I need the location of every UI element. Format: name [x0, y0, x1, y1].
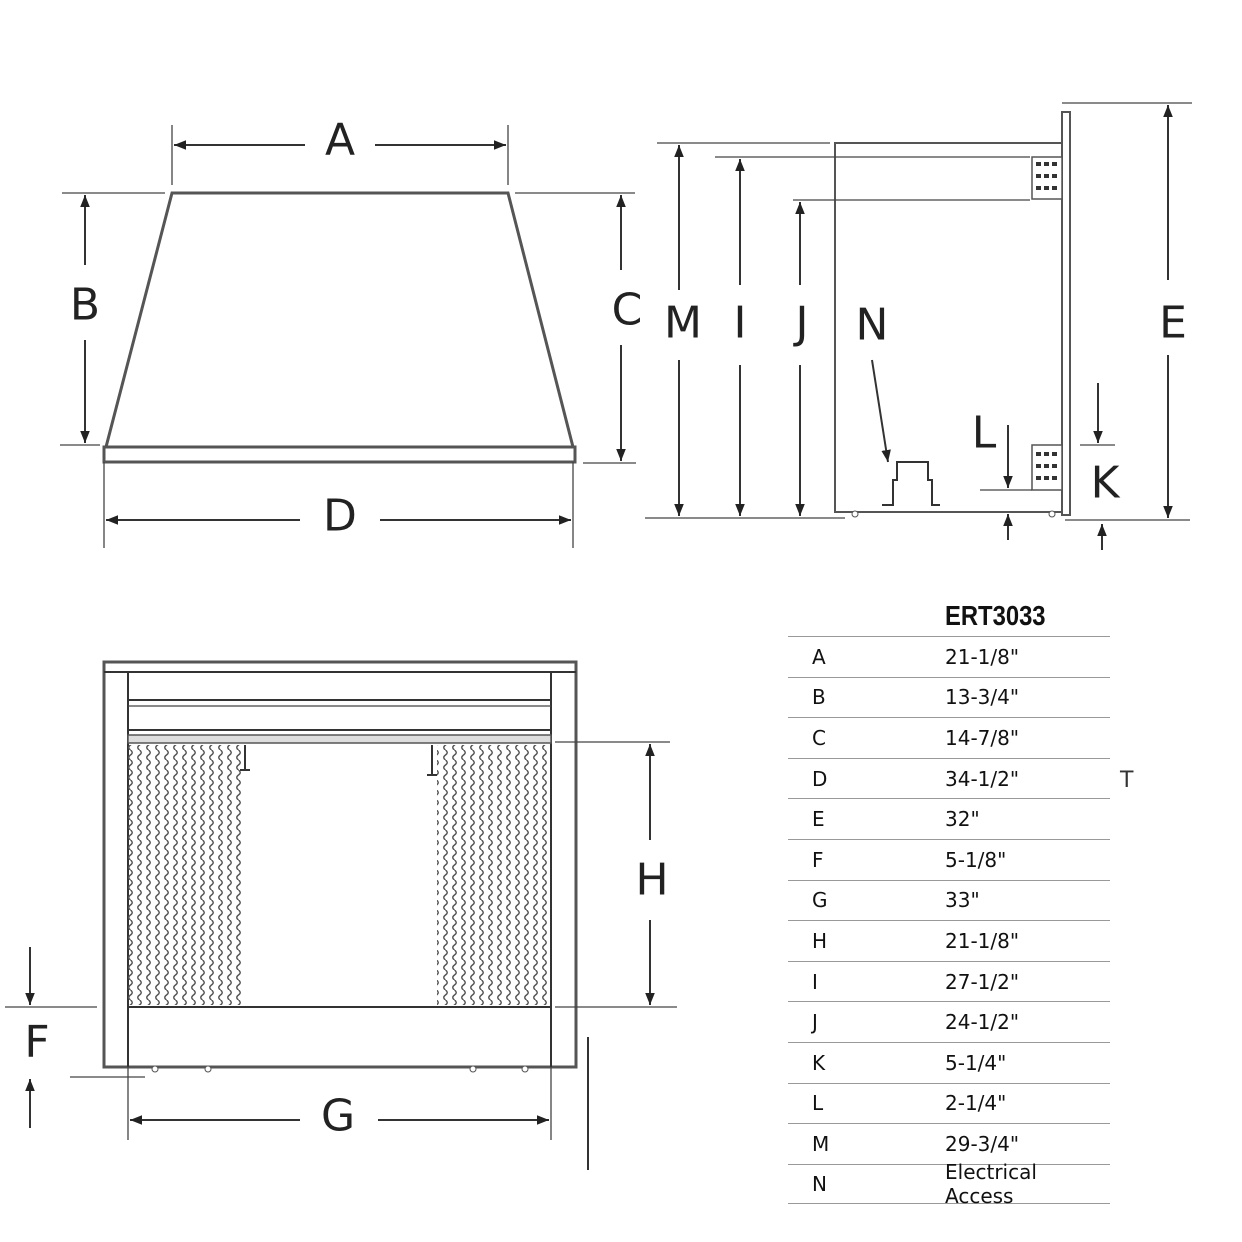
electrical-access: [882, 461, 940, 506]
label-f: F: [24, 1017, 49, 1068]
top-view: A B C D: [60, 115, 643, 548]
label-l: L: [972, 408, 997, 459]
top-trapezoid: [104, 191, 575, 449]
label-e: E: [1159, 298, 1187, 349]
front-flange: [1061, 111, 1071, 516]
table-row: D 34-1/2": [788, 757, 1110, 799]
label-i: I: [734, 298, 747, 349]
row-key: B: [812, 685, 826, 710]
row-value: Electrical Access: [945, 1160, 1037, 1209]
table-row: J 24-1/2": [788, 1001, 1110, 1042]
table-row: M 29-3/4": [788, 1123, 1110, 1164]
row-key: G: [812, 888, 828, 913]
left-screen: [128, 745, 245, 1005]
row-key: N: [812, 1172, 827, 1197]
table-title: ERT3033: [945, 600, 1046, 631]
label-h: H: [635, 855, 668, 906]
base-plate: [102, 445, 577, 464]
row-key: K: [812, 1050, 826, 1075]
dimensions-table: ERT3033 A 21-1/8" B 13-3/4" C 14-7/8" D 34-1…: [788, 596, 1110, 1208]
row-value: 21-1/8": [945, 928, 1020, 953]
row-value: 21-1/8": [945, 644, 1020, 669]
right-screen: [437, 745, 551, 1005]
table-row: K 5-1/4": [788, 1041, 1110, 1083]
row-key: C: [812, 725, 826, 750]
row-value: 5-1/8": [945, 847, 1007, 872]
table-row: B 13-3/4": [788, 676, 1110, 718]
row-value: 29-3/4": [945, 1131, 1020, 1156]
row-value: 5-1/4": [945, 1050, 1007, 1075]
label-c: C: [612, 285, 643, 336]
row-key: F: [812, 847, 824, 872]
label-b: B: [70, 280, 100, 331]
label-m: M: [664, 298, 702, 349]
table-row: N Electrical Access: [788, 1160, 1110, 1208]
label-n: N: [856, 300, 889, 351]
row-value: 33": [945, 888, 980, 913]
label-j: J: [793, 298, 809, 349]
row-value: 24-1/2": [945, 1010, 1020, 1035]
table-row: I 27-1/2": [788, 960, 1110, 1002]
row-key: L: [812, 1091, 824, 1116]
table-row: G 33": [788, 879, 1110, 921]
row-value: 27-1/2": [945, 969, 1020, 994]
row-value: 14-7/8": [945, 725, 1020, 750]
stray-mark: T: [1120, 768, 1134, 793]
row-key: A: [812, 644, 826, 669]
row-key: J: [812, 1010, 818, 1035]
label-k: K: [1091, 458, 1121, 509]
label-g: G: [321, 1091, 355, 1142]
row-value: 2-1/4": [945, 1091, 1007, 1116]
label-d: D: [323, 491, 357, 542]
table-row: L 2-1/4": [788, 1082, 1110, 1124]
row-key: D: [812, 766, 828, 791]
side-view: M I J N E K L: [645, 102, 1192, 550]
side-body: [834, 142, 1063, 513]
table-row: F 5-1/8": [788, 838, 1110, 880]
row-value: 34-1/2": [945, 766, 1020, 791]
row-key: M: [812, 1131, 830, 1156]
row-value: 13-3/4": [945, 685, 1020, 710]
table-row: A 21-1/8": [788, 636, 1110, 677]
label-a: A: [325, 115, 355, 166]
row-value: 32": [945, 807, 980, 832]
table-row: H 21-1/8": [788, 920, 1110, 961]
table-row: C 14-7/8": [788, 717, 1110, 758]
row-key: I: [812, 969, 818, 994]
row-key: H: [812, 928, 828, 953]
front-view: H F G: [5, 660, 677, 1170]
table-row: E 32": [788, 798, 1110, 839]
row-key: E: [812, 807, 825, 832]
